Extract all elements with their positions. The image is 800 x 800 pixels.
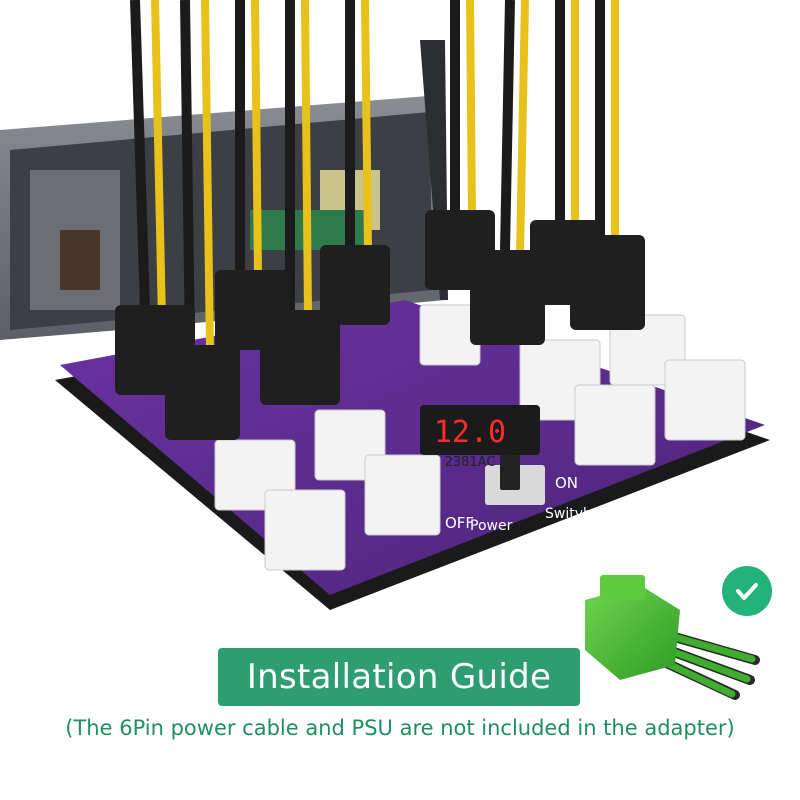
label-on: ON bbox=[555, 474, 578, 492]
label-power: Power bbox=[470, 518, 513, 534]
checkmark-icon bbox=[736, 583, 758, 600]
pcie-connector-row bbox=[214, 304, 746, 571]
chip-label: 2381AC bbox=[445, 455, 496, 470]
voltage-display bbox=[420, 405, 540, 455]
green-connector-image bbox=[585, 575, 760, 700]
switch-knob[interactable] bbox=[500, 455, 520, 490]
label-off: OFF bbox=[445, 514, 474, 532]
banner-title: Installation Guide bbox=[246, 657, 552, 697]
power-cables bbox=[115, 0, 645, 440]
display-digits: 12.0 bbox=[434, 415, 506, 450]
installation-guide-banner: Installation Guide bbox=[218, 648, 580, 706]
label-switch: Switvh bbox=[545, 506, 592, 522]
caption-note: (The 6Pin power cable and PSU are not in… bbox=[65, 716, 735, 740]
checkmark-badge bbox=[722, 566, 772, 616]
